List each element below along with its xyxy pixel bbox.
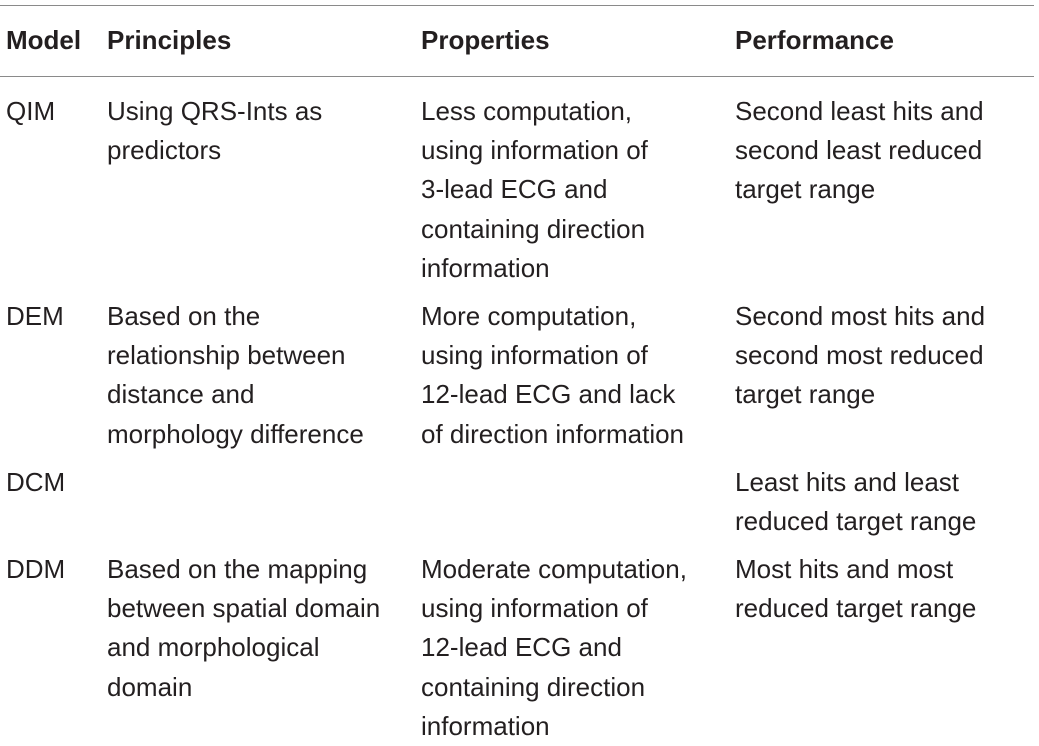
row-ddm-principles: Based on the mapping between spatial dom… <box>107 554 381 702</box>
row-qim-model: QIM <box>6 96 56 126</box>
table-top-rule <box>0 5 1034 6</box>
row-dem-model: DEM <box>6 301 64 331</box>
row-dcm-model: DCM <box>6 467 66 497</box>
row-dem-properties: More computation, using information of 1… <box>421 301 685 449</box>
header-performance: Performance <box>735 25 894 55</box>
row-ddm-model: DDM <box>6 554 66 584</box>
row-ddm-performance: Most hits and most reduced target range <box>735 554 977 624</box>
row-qim-properties: Less computation, using information of 3… <box>421 96 648 283</box>
row-dem-principles: Based on the relationship between distan… <box>107 301 364 449</box>
row-ddm-properties: Moderate computation, using information … <box>421 554 687 741</box>
header-rule <box>0 76 1034 77</box>
row-dem-performance: Second most hits and second most reduced… <box>735 301 986 410</box>
row-qim-principles: Using QRS-Ints as predictors <box>107 96 323 166</box>
row-dcm-performance: Least hits and least reduced target rang… <box>735 467 977 537</box>
header-principles: Principles <box>107 25 232 55</box>
header-properties: Properties <box>421 25 550 55</box>
header-model: Model <box>6 25 82 55</box>
row-qim-performance: Second least hits and second least reduc… <box>735 96 984 205</box>
